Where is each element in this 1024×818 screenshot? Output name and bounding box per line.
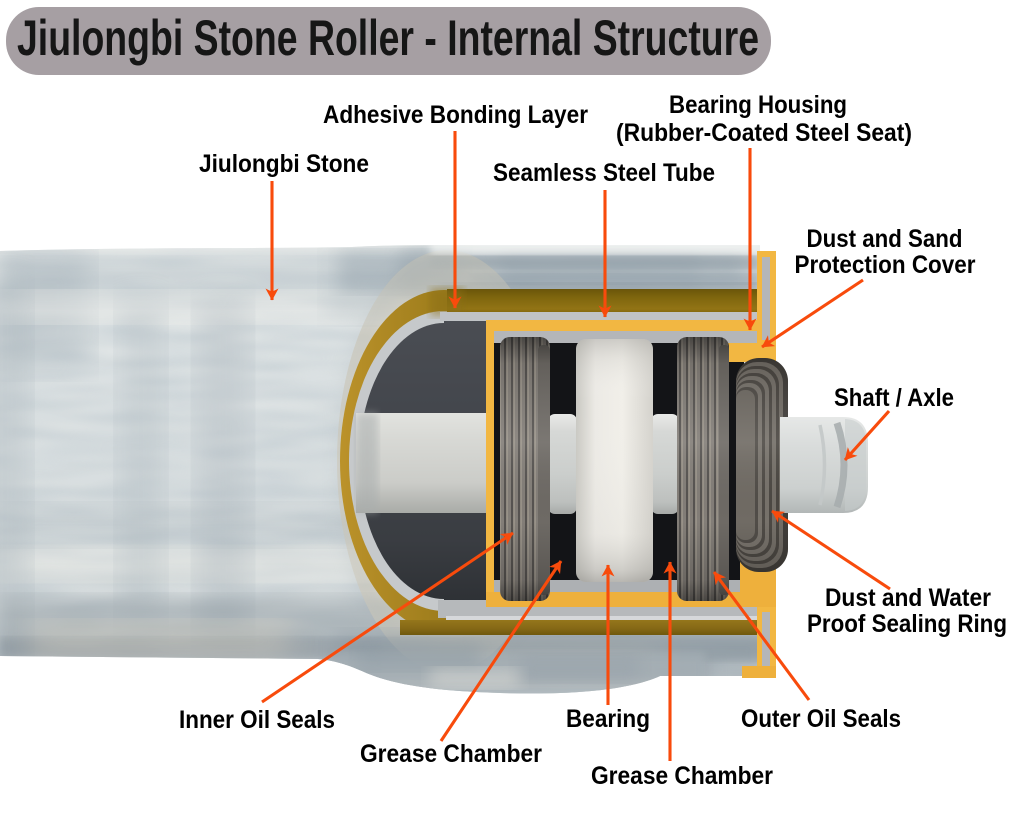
svg-text:Grease Chamber: Grease Chamber — [360, 740, 542, 768]
svg-text:Outer Oil Seals: Outer Oil Seals — [741, 705, 901, 733]
svg-text:Jiulongbi Stone Roller - Inter: Jiulongbi Stone Roller - Internal Struct… — [17, 10, 759, 66]
svg-text:Dust and Sand: Dust and Sand — [807, 225, 963, 253]
svg-text:Inner Oil Seals: Inner Oil Seals — [179, 706, 335, 734]
svg-text:Jiulongbi Stone: Jiulongbi Stone — [199, 150, 369, 178]
svg-text:Bearing Housing: Bearing Housing — [669, 91, 847, 119]
svg-text:Shaft / Axle: Shaft / Axle — [834, 384, 954, 412]
svg-text:Proof Sealing Ring: Proof Sealing Ring — [807, 610, 1007, 638]
svg-text:Seamless Steel Tube: Seamless Steel Tube — [493, 159, 715, 187]
svg-text:Dust and Water: Dust and Water — [825, 584, 991, 612]
svg-text:Bearing: Bearing — [566, 705, 650, 733]
svg-text:Adhesive Bonding Layer: Adhesive Bonding Layer — [323, 101, 588, 129]
svg-text:Protection Cover: Protection Cover — [795, 251, 976, 279]
svg-text:Grease Chamber: Grease Chamber — [591, 762, 773, 790]
svg-text:(Rubber-Coated Steel Seat): (Rubber-Coated Steel Seat) — [616, 119, 912, 147]
